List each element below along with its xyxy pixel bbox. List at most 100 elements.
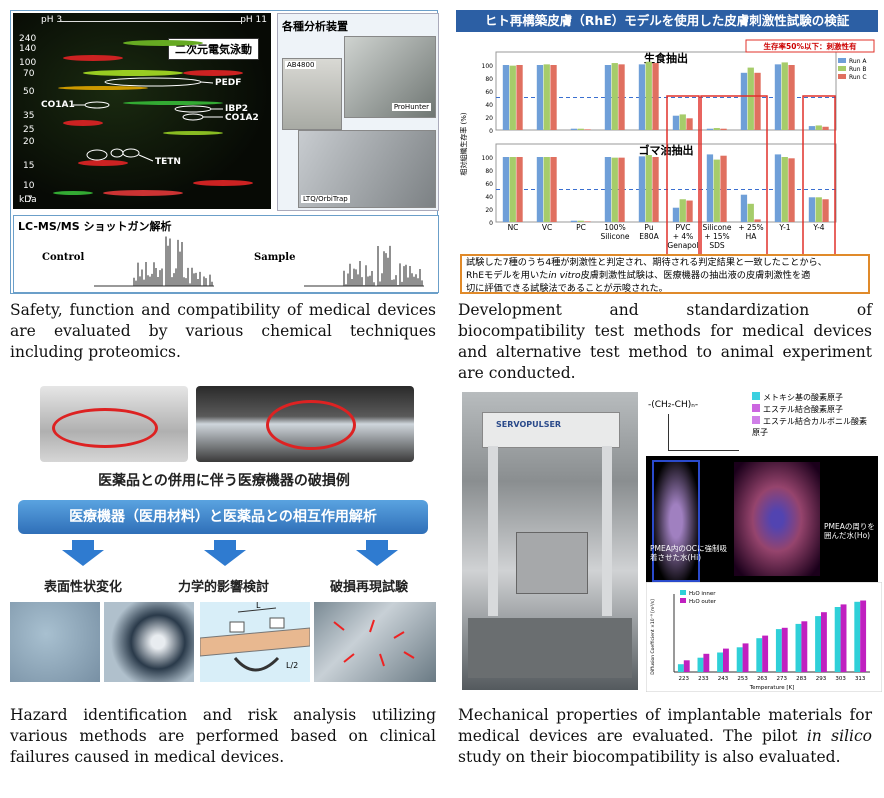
x-tick: 313 (855, 676, 866, 682)
spot-label-pedf: PEDF (215, 78, 242, 88)
bar (713, 128, 720, 130)
bar-outer (683, 660, 690, 672)
x-tick: 293 (816, 676, 827, 682)
legend-label: Run B (849, 66, 867, 73)
bar (645, 155, 652, 222)
polymer-sketch (668, 414, 739, 451)
bar (740, 72, 748, 130)
bar (570, 128, 578, 130)
step-mechanical: 力学的影響検討 (178, 580, 270, 595)
y-tick: 100 (482, 155, 494, 162)
y-tick: 20 (485, 207, 493, 214)
damage-circle-1 (52, 408, 158, 448)
span-line (237, 607, 277, 613)
marker-10: 10 (23, 181, 35, 191)
conclusion-line-1: 試験した7種のうち4種が刺激性と判定され、期待される判定結果と一致したことから、 (466, 257, 827, 268)
machine-brand-label: SERVOPULSER (496, 420, 562, 429)
bar (570, 220, 578, 222)
bar-inner (775, 629, 782, 672)
ph-right-label: pH 11 (240, 15, 267, 25)
bar-inner (756, 638, 763, 672)
bar (822, 199, 829, 222)
kda-markers: 240 140 100 70 50 35 25 20 15 10 7 (15, 31, 55, 205)
category-label: Silicone (600, 232, 629, 241)
step-surface: 表面性状変化 (44, 580, 123, 595)
bar (781, 157, 788, 222)
bar-outer (781, 627, 788, 672)
bar (679, 199, 686, 222)
device-photo-1 (40, 386, 188, 462)
bar (713, 159, 720, 222)
category-label: Y-1 (778, 223, 790, 232)
bar (754, 219, 761, 222)
category-label: Y-4 (812, 223, 824, 232)
x-tick: 253 (737, 676, 748, 682)
bar (577, 128, 584, 130)
bar (543, 64, 550, 130)
conclusion-line-2c: 皮膚刺激性試験は、医療機器の抽出液の皮膚刺激性を適 (580, 270, 811, 281)
2d-gel-image: pH 3 pH 11 二次元電気泳動 2 (13, 13, 271, 209)
spot-label-tetn: TETN (155, 157, 181, 167)
damage-circle-2 (266, 400, 356, 450)
lcms-section: LC-MS/MS ショットガン解析 Control Sample (13, 215, 439, 293)
lcms-title: LC-MS/MS ショットガン解析 (18, 220, 172, 233)
spot-circles (84, 77, 212, 161)
equipment-section: 各種分析装置 AB4800 ProHunter LTQ/OrbiTrap (277, 13, 439, 211)
bar (536, 65, 544, 130)
bar (706, 154, 714, 222)
y-tick: 80 (485, 76, 493, 83)
bar (502, 65, 510, 130)
caption-mechanical-a: Mechanical properties of implantable mat… (458, 706, 872, 745)
gel-title: 二次元電気泳動 (168, 38, 259, 60)
marker-20: 20 (23, 137, 35, 147)
bar (638, 64, 646, 130)
conclusion-line-2: RhEモデルを用いたin vitro皮膚刺激性試験は、医療機器の抽出液の皮膚刺激… (466, 269, 864, 282)
bar (516, 65, 523, 130)
fracture-photo (314, 602, 436, 682)
x-tick: 223 (679, 676, 690, 682)
bar (815, 125, 822, 130)
ms-sample-label: Sample (254, 252, 296, 263)
bar (584, 221, 591, 222)
bar-outer (801, 621, 808, 672)
legend-swatch-magenta (752, 404, 760, 412)
y-tick: 100 (482, 63, 494, 70)
bar (550, 157, 557, 222)
legend-swatch (680, 598, 686, 603)
x-tick: 303 (835, 676, 846, 682)
legend-label: Run A (849, 58, 867, 65)
outer-water-box (734, 462, 820, 576)
prohunter-photo: ProHunter (344, 36, 436, 118)
marker-70: 70 (23, 69, 35, 79)
bar-outer (723, 648, 729, 672)
bar-outer (821, 612, 827, 672)
bar (686, 118, 693, 130)
down-arrow-icon-1 (62, 540, 104, 566)
legend-label: H₂O outer (689, 599, 717, 605)
bar (652, 157, 659, 222)
marker-25: 25 (23, 125, 35, 135)
bar (747, 67, 754, 130)
ms-control-label: Control (42, 252, 85, 263)
bar (740, 194, 748, 222)
y-tick: 80 (485, 168, 493, 175)
diagram-L: L (256, 602, 261, 610)
bar-outer (762, 635, 769, 672)
bar (781, 62, 788, 130)
bar (584, 129, 591, 130)
down-arrow-icon-2 (204, 540, 246, 566)
down-arrow-icons (62, 540, 398, 566)
category-label: E80A (639, 232, 659, 241)
polymer-formula: -(CH₂-CH)ₙ- (648, 400, 699, 410)
ms-spectra (94, 236, 424, 287)
x-tick: 283 (796, 676, 807, 682)
category-label: HA (746, 232, 758, 241)
legend-methoxy: メトキシ基の酸素原子 (752, 392, 843, 403)
bend-curve (233, 656, 280, 672)
legend-swatch (838, 66, 846, 71)
category-label: + 25% (738, 223, 763, 232)
bar-inner (815, 616, 821, 672)
bar (720, 155, 727, 222)
marker-100: 100 (19, 58, 37, 68)
